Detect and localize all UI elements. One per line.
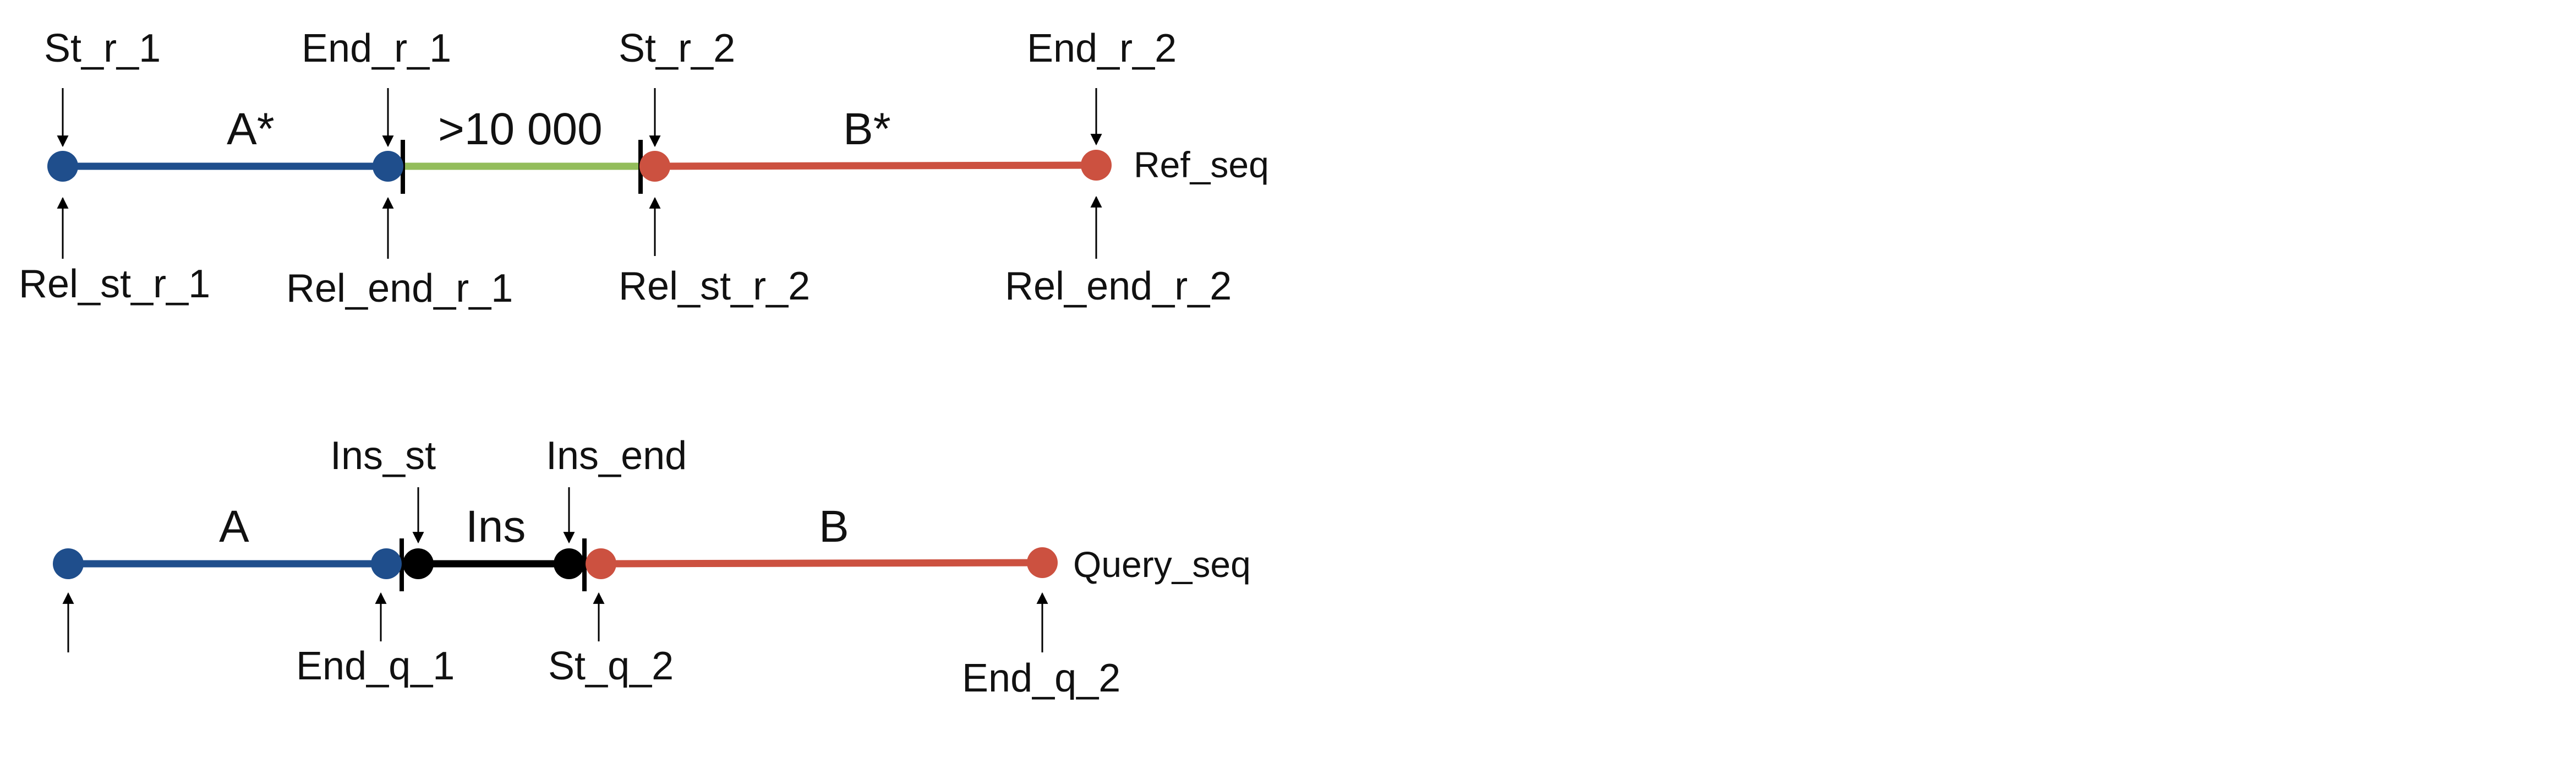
st-q-2-label: St_q_2 [548, 644, 674, 688]
ref-seq-label: Ref_seq [1134, 144, 1269, 185]
ref-segment-b-line [654, 161, 1097, 170]
ref-segment-a-label: A* [227, 104, 275, 154]
query-row: Ins_st Ins_end A Ins B Query_seq End_q_1… [53, 434, 1251, 700]
query-seq-label: Query_seq [1073, 544, 1251, 585]
ref-gap-label: >10 000 [438, 104, 603, 154]
rel-st-r-2-label: Rel_st_r_2 [619, 264, 810, 308]
query-segment-b-line [600, 559, 1043, 568]
end-r-1-label: End_r_1 [302, 26, 451, 70]
ins-end-node [554, 548, 584, 579]
query-insertion-label: Ins [466, 502, 526, 552]
ref-start-node-2 [639, 151, 670, 182]
st-r-2-label: St_r_2 [619, 26, 735, 70]
ins-end-label: Ins_end [546, 434, 687, 478]
query-segment-a-label: A [219, 502, 249, 552]
ref-row: St_r_1 End_r_1 St_r_2 End_r_2 A* >10 000… [19, 26, 1269, 311]
query-end-node-1 [371, 548, 402, 579]
query-start-node-2 [586, 548, 616, 579]
end-q-1-label: End_q_1 [296, 644, 455, 688]
ref-end-node-1 [373, 151, 403, 182]
query-segment-b-label: B [819, 502, 849, 552]
rel-end-r-2-label: Rel_end_r_2 [1005, 264, 1232, 308]
ref-start-node-1 [47, 151, 78, 182]
end-r-2-label: End_r_2 [1027, 26, 1177, 70]
st-r-1-label: St_r_1 [44, 26, 161, 70]
query-start-node [53, 548, 84, 579]
rel-st-r-1-label: Rel_st_r_1 [19, 262, 210, 306]
ins-st-label: Ins_st [330, 434, 436, 478]
end-q-2-label: End_q_2 [962, 656, 1120, 700]
rel-end-r-1-label: Rel_end_r_1 [286, 266, 513, 311]
ref-end-node-2 [1081, 150, 1112, 181]
query-end-node-2 [1027, 547, 1058, 578]
ref-segment-b-label: B* [843, 104, 891, 154]
ins-start-node [403, 548, 434, 579]
